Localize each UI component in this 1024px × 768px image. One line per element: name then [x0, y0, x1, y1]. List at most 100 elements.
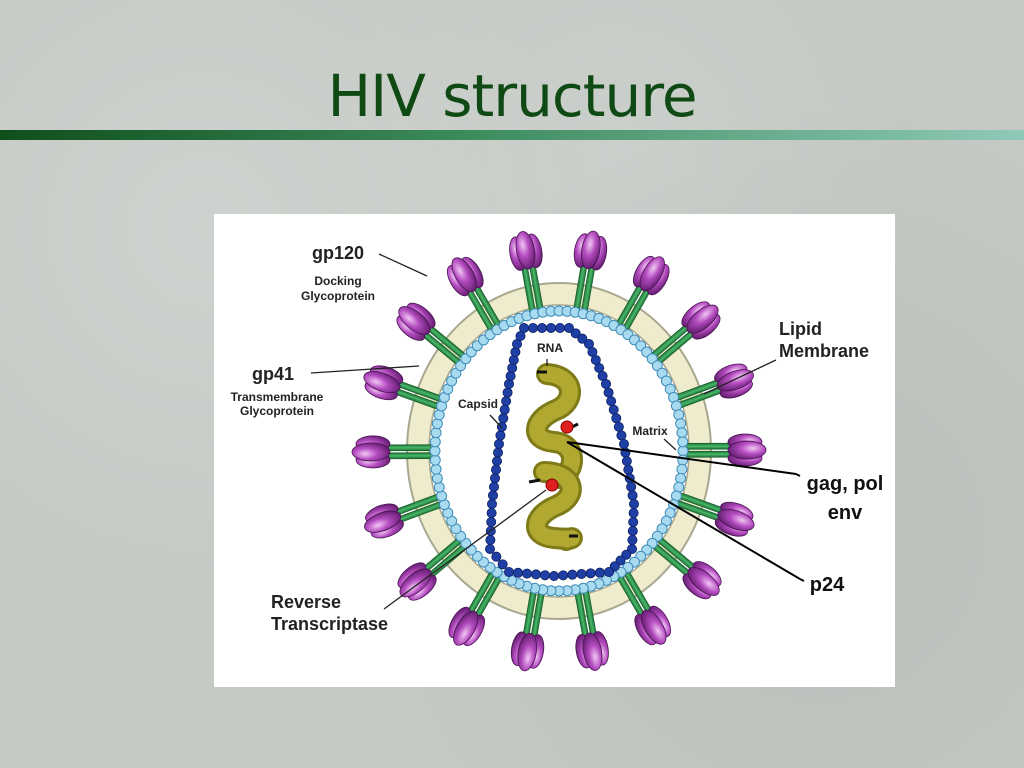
gp120-head [363, 371, 401, 394]
capsid-bead [485, 534, 496, 545]
capsid-shell [484, 323, 639, 581]
gp120-head [717, 508, 755, 531]
title-divider [0, 130, 1024, 140]
capsid-bead [512, 567, 523, 578]
capsid-bead [594, 567, 605, 578]
hiv-diagram-svg: gp120 Docking Glycoprotein gp41 Transmem… [231, 230, 869, 672]
gp120-head [686, 304, 719, 334]
matrix-bead [431, 472, 443, 484]
capsid-bead [627, 534, 638, 545]
spike [616, 255, 670, 330]
label-gp120: gp120 [312, 243, 364, 263]
matrix-bead [676, 427, 688, 439]
matrix-bead [677, 436, 689, 448]
matrix-bead [431, 418, 443, 430]
capsid-bead [608, 404, 619, 415]
spike [574, 591, 609, 671]
capsid-bead [505, 370, 516, 381]
genes-annotation: gag, pol env [792, 470, 898, 528]
capsid-bead [502, 387, 513, 398]
capsid-bead [503, 378, 514, 389]
capsid-bead [507, 362, 518, 373]
capsid-bead [570, 328, 581, 339]
capsid-bead [515, 331, 526, 342]
spike [686, 433, 767, 467]
rna-strand-lower-fill [529, 464, 580, 548]
capsid-bead [498, 413, 509, 424]
label-membrane: Membrane [779, 341, 869, 361]
label-docking: Docking [314, 274, 361, 288]
capsid-bead [627, 490, 638, 501]
capsid-bead [577, 333, 588, 344]
capsid-bead [627, 525, 638, 536]
leader-capsid [489, 414, 503, 429]
capsid-bead [487, 490, 498, 501]
capsid-bead [492, 447, 503, 458]
capsid-bead [527, 323, 538, 334]
spike [351, 435, 432, 469]
capsid-bead [545, 323, 556, 334]
capsid-bead [558, 570, 569, 581]
slide-title: HIV structure [327, 62, 697, 130]
label-capsid: Capsid [458, 397, 498, 411]
capsid-bead [530, 569, 541, 580]
gp41-stalk [386, 444, 432, 452]
reverse-transcriptase-dot [545, 478, 559, 492]
spike [676, 492, 755, 537]
capsid-bead [491, 551, 502, 562]
matrix-bead [675, 418, 687, 430]
gp120-head [727, 440, 767, 460]
capsid-bead [490, 464, 501, 475]
spike [651, 301, 721, 364]
spike [510, 591, 545, 672]
label-reverse: Reverse [271, 592, 341, 612]
spike [364, 493, 442, 539]
reverse-transcriptase-dot [560, 420, 574, 434]
capsid-bead [600, 378, 611, 389]
gp41-stalk [686, 442, 732, 450]
label-rna: RNA [537, 341, 563, 355]
capsid-bead [576, 568, 587, 579]
p24-annotation: p24 [809, 574, 845, 596]
capsid-bead [484, 543, 495, 554]
capsid-bead [499, 404, 510, 415]
spike [446, 256, 501, 331]
gp120-head [364, 510, 402, 533]
genes-line-1: gag, pol [806, 473, 884, 495]
gp120-head [398, 306, 431, 335]
genes-line-2: env [827, 502, 863, 524]
capsid-bead [548, 570, 559, 581]
leader-reverse [383, 489, 547, 610]
capsid-bead [493, 438, 504, 449]
gp41-stalk [386, 452, 432, 460]
spike [396, 302, 466, 365]
label-transmembrane: Transmembrane [231, 390, 324, 404]
leader-lines [310, 253, 777, 610]
spike [448, 572, 502, 647]
capsid-bead [536, 323, 547, 334]
label-transcriptase: Transcriptase [271, 614, 388, 634]
spike [509, 231, 544, 311]
capsid-bead [563, 323, 574, 334]
gp120-head [582, 632, 603, 671]
capsid-bead [488, 481, 499, 492]
matrix-bead [433, 481, 445, 493]
capsid-bead [489, 473, 500, 484]
leader-gp120 [378, 253, 428, 277]
label-gp41: gp41 [252, 364, 294, 384]
leader-matrix [663, 438, 677, 451]
capsid-bead [628, 498, 639, 509]
capsid-bead [486, 516, 497, 527]
capsid-bead [503, 566, 514, 577]
capsid-bead [585, 568, 596, 579]
label-matrix: Matrix [632, 424, 668, 438]
gp120-head [687, 567, 720, 596]
capsid-bead [501, 396, 512, 407]
label-transmembrane-glyco: Glycoprotein [240, 404, 314, 418]
label-lipid: Lipid [779, 319, 822, 339]
capsid-bead [486, 498, 497, 509]
callout-lines [566, 441, 801, 580]
gp120-head [351, 442, 391, 462]
callout-p24 [566, 441, 801, 580]
rna-strands [526, 363, 583, 551]
